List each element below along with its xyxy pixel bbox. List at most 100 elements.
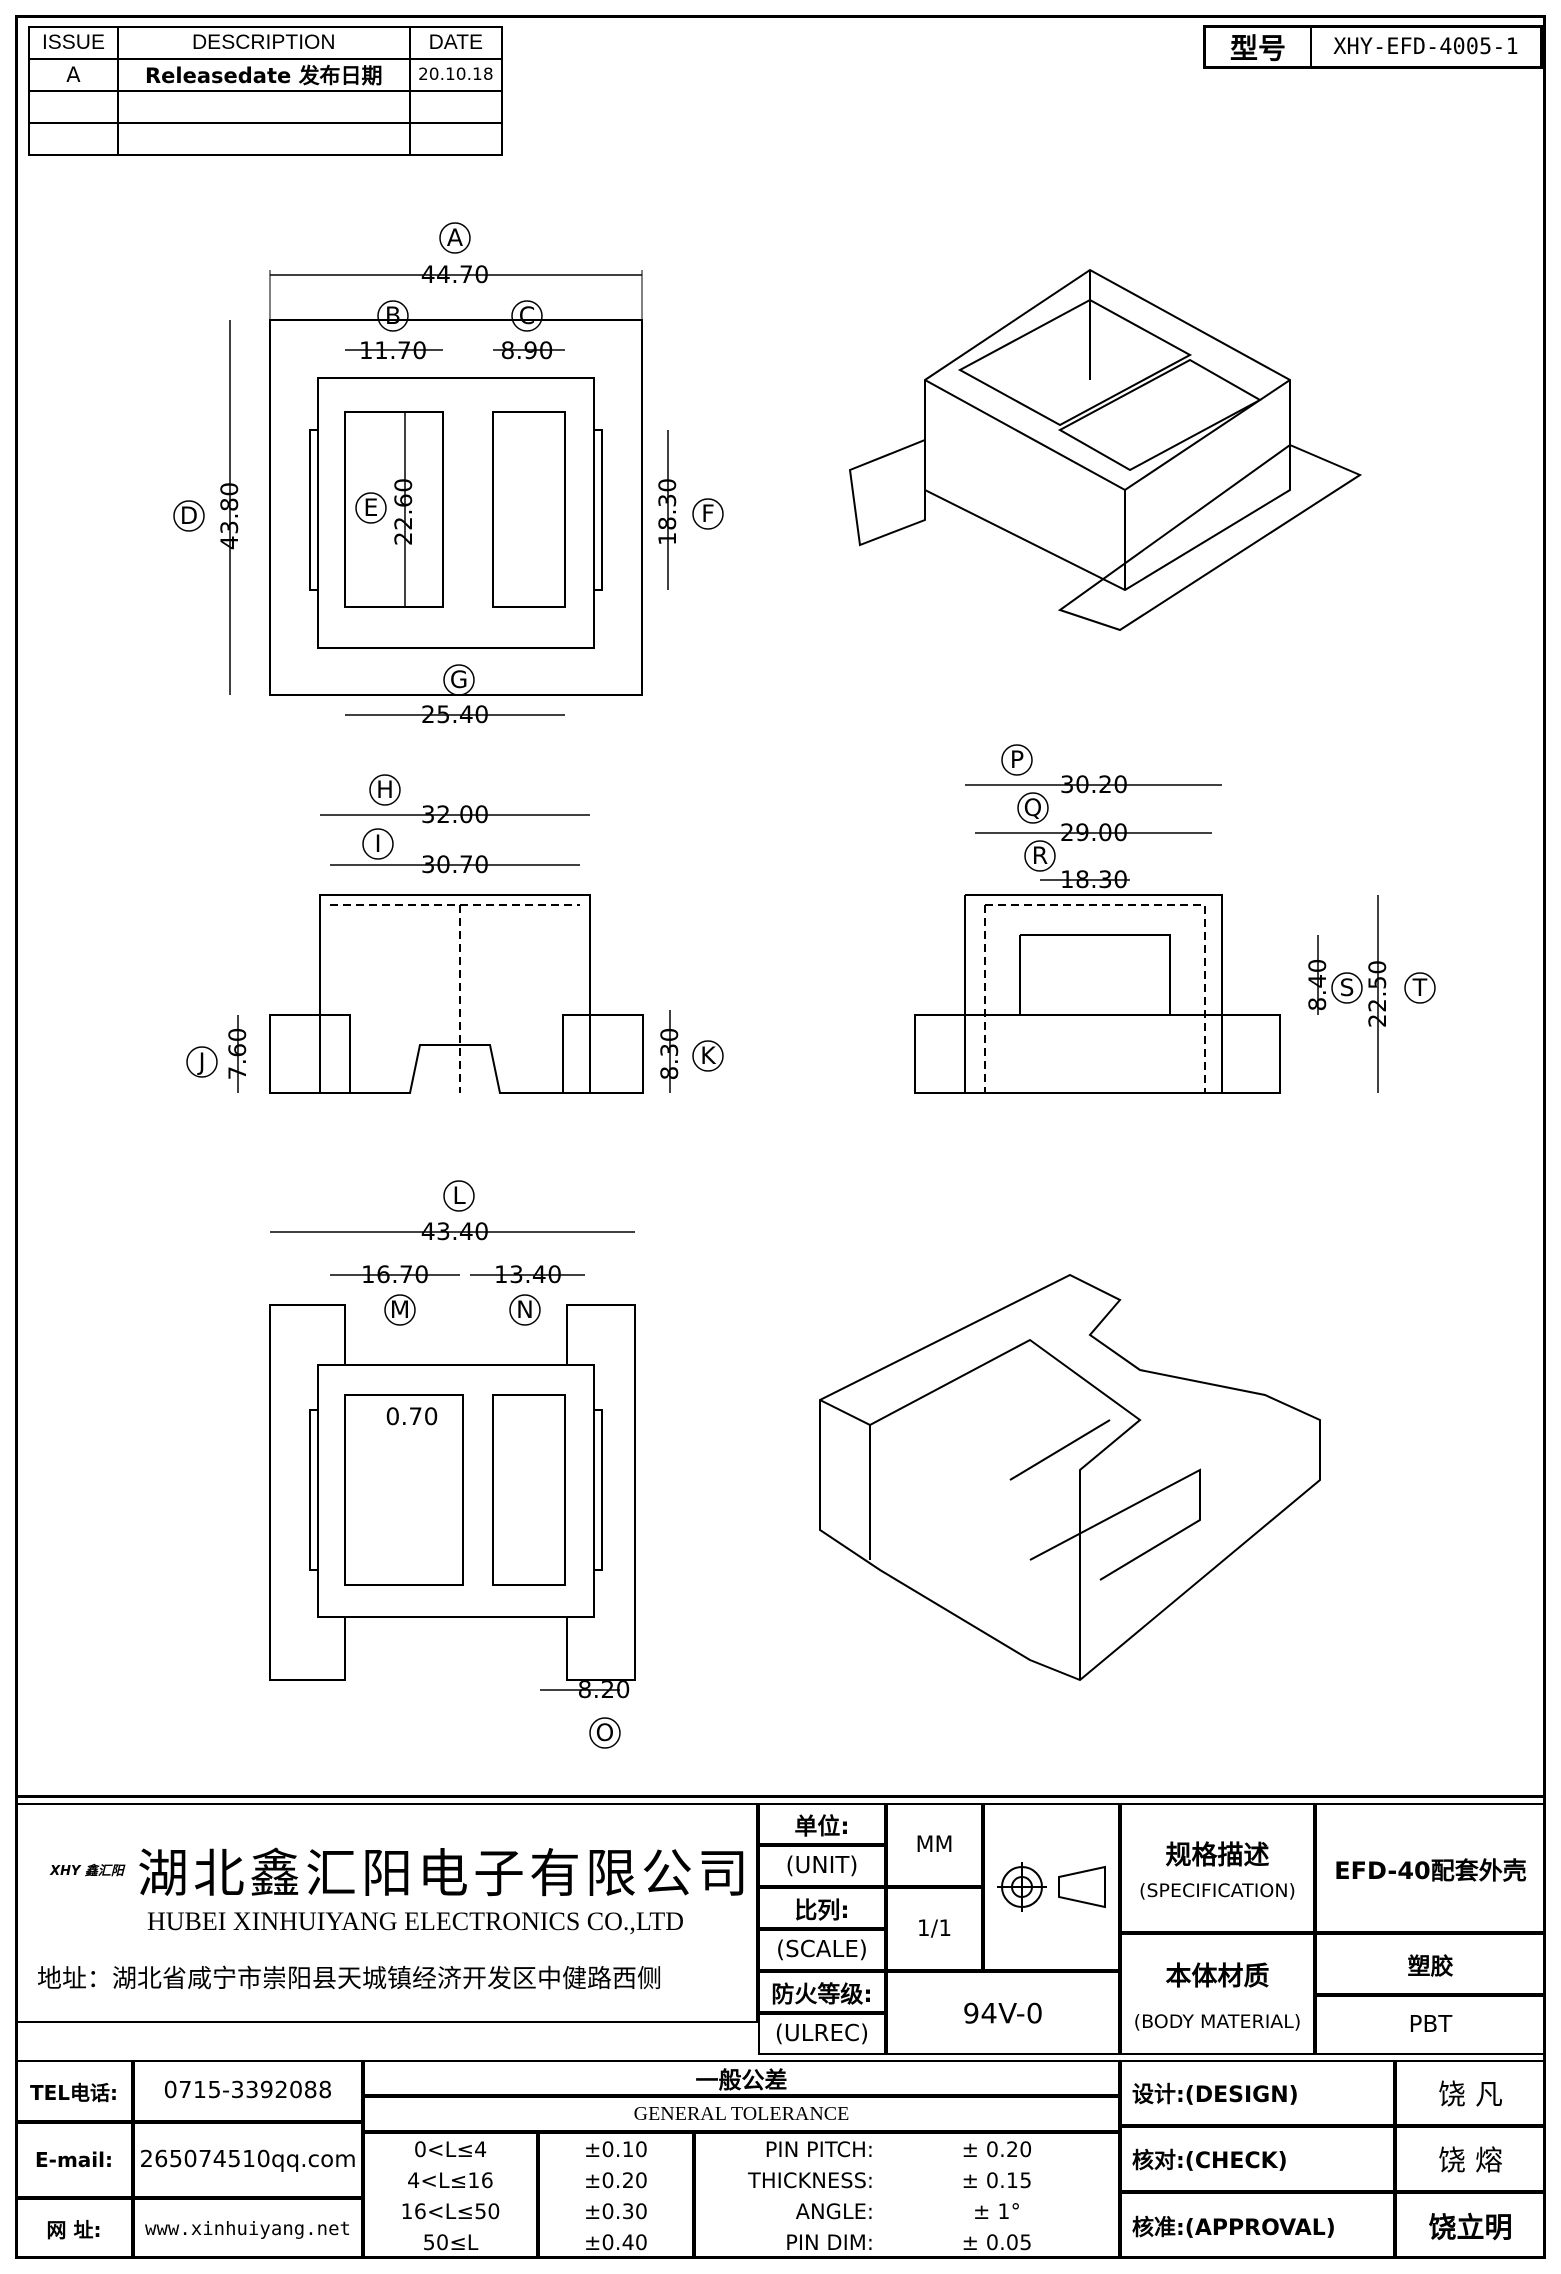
- check-value: 饶 熔: [1395, 2126, 1546, 2192]
- tolerance-range: 4<L≤16: [407, 2168, 494, 2193]
- dim-O-value: 8.20: [577, 1676, 630, 1704]
- table-row: [28, 122, 504, 156]
- unit-value: MM: [886, 1803, 983, 1887]
- callout-K: K 8.30: [656, 1027, 724, 1081]
- fire-value: 94V-0: [886, 1971, 1120, 2055]
- email-value: 265074510qq.com: [133, 2122, 363, 2198]
- callout-M: M 16.70: [361, 1261, 430, 1326]
- projection-symbol: [983, 1803, 1120, 1971]
- svg-text:S: S: [1339, 974, 1354, 1002]
- rev-date: [408, 90, 504, 124]
- callout-H: H 32.00: [369, 774, 490, 829]
- spec-value: EFD-40配套外壳: [1315, 1803, 1546, 1933]
- svg-text:B: B: [385, 302, 401, 330]
- fire-label-cn: 防火等级:: [758, 1971, 886, 2013]
- callout-Q: Q 29.00: [1017, 792, 1129, 847]
- svg-text:T: T: [1412, 974, 1428, 1002]
- dim-K-value: 8.30: [656, 1027, 684, 1080]
- callout-R: R 18.30: [1024, 840, 1129, 894]
- dim-S-value: 8.40: [1304, 958, 1332, 1011]
- rev-header-issue: ISSUE: [28, 26, 119, 60]
- rev-description: [116, 90, 411, 124]
- dim-E-value: 22.60: [390, 478, 418, 547]
- top-view: [229, 270, 669, 716]
- tolerance-title-en: GENERAL TOLERANCE: [363, 2096, 1120, 2132]
- rev-issue: [28, 122, 119, 156]
- tolerance-item-value: ± 0.15: [961, 2168, 1033, 2193]
- revision-table: ISSUE DESCRIPTION DATE A Releasedate 发布日…: [28, 26, 504, 156]
- svg-text:O: O: [596, 1719, 615, 1747]
- tel-label: TEL电话:: [15, 2060, 133, 2122]
- tolerance-item-value: ± 0.20: [961, 2137, 1033, 2162]
- spec-label: 规格描述 (SPECIFICATION): [1120, 1803, 1315, 1933]
- dim-N-value: 13.40: [494, 1261, 563, 1289]
- rev-description: [116, 122, 411, 156]
- callout-O: O 8.20: [577, 1676, 631, 1749]
- scale-label-cn: 比列:: [758, 1887, 886, 1929]
- svg-text:L: L: [452, 1182, 466, 1210]
- company-address: 地址：湖北省咸宁市崇阳县天城镇经济开发区中健路西侧: [37, 1963, 663, 1993]
- front-view: [237, 814, 671, 1094]
- tolerance-item: PIN DIM:: [785, 2230, 874, 2255]
- dim-I-value: 30.70: [421, 851, 490, 879]
- tolerance-title-cn: 一般公差: [363, 2060, 1120, 2096]
- dim-H-value: 32.00: [421, 801, 490, 829]
- svg-text:Q: Q: [1024, 794, 1043, 822]
- material-label-en: (BODY MATERIAL): [1133, 2010, 1302, 2033]
- callout-B: B 11.70: [359, 300, 427, 365]
- unit-label-cn: 单位:: [758, 1803, 886, 1845]
- rev-date: 20.10.18: [408, 58, 504, 92]
- rev-header-description: DESCRIPTION: [116, 26, 411, 60]
- dim-F-value: 18.30: [654, 478, 682, 547]
- material-value-cn: 塑胶: [1315, 1933, 1546, 1995]
- tolerance-value: ±0.30: [583, 2199, 649, 2224]
- svg-text:F: F: [701, 500, 715, 528]
- web-label: 网 址:: [15, 2198, 133, 2259]
- title-block: XHY 鑫汇阳 湖北鑫汇阳电子有限公司 HUBEI XINHUIYANG ELE…: [15, 1795, 1546, 2262]
- tolerance-item: THICKNESS:: [748, 2168, 874, 2193]
- tolerance-item-value: ± 1°: [972, 2199, 1022, 2224]
- web-value: www.xinhuiyang.net: [133, 2198, 363, 2259]
- tolerance-item: PIN PITCH:: [764, 2137, 874, 2162]
- check-label: 核对:(CHECK): [1120, 2126, 1395, 2192]
- material-label: 本体材质 (BODY MATERIAL): [1120, 1933, 1315, 2055]
- spec-label-cn: 规格描述: [1165, 1840, 1270, 1871]
- tolerance-range: 16<L≤50: [400, 2199, 501, 2224]
- scale-value: 1/1: [886, 1887, 983, 1971]
- dim-R-value: 18.30: [1060, 866, 1129, 894]
- dim-T-value: 22.50: [1364, 960, 1392, 1029]
- bottom-view: [269, 1231, 636, 1691]
- part-number-value: XHY-EFD-4005-1: [1333, 34, 1519, 60]
- approval-value: 饶立明: [1395, 2192, 1546, 2259]
- dim-A-value: 44.70: [421, 261, 490, 289]
- rev-issue: A: [28, 58, 119, 92]
- part-number-box: 型号 XHY-EFD-4005-1: [1203, 25, 1543, 69]
- svg-text:J: J: [196, 1048, 205, 1076]
- technical-drawing: A 44.70 B 11.70 C 8.90 D 43.80 E 22.60 F…: [173, 222, 1436, 1749]
- callout-G: G 25.40: [421, 664, 489, 729]
- callout-L: L 43.40: [421, 1180, 489, 1246]
- callout-S: S 8.40: [1304, 958, 1363, 1012]
- table-row: 16<L≤50 ±0.30 ANGLE: ± 1°: [363, 2196, 1120, 2227]
- callout-T: T 22.50: [1364, 960, 1436, 1029]
- isometric-view-top: [848, 268, 1363, 632]
- tolerance-range: 50≤L: [422, 2230, 479, 2255]
- table-row: A Releasedate 发布日期 20.10.18: [28, 58, 504, 92]
- gap-dimension: 0.70: [385, 1403, 438, 1431]
- table-row: 0<L≤4 ±0.10 PIN PITCH: ± 0.20: [363, 2134, 1120, 2165]
- dim-C-value: 8.90: [500, 337, 553, 365]
- tolerance-range: 0<L≤4: [413, 2137, 488, 2162]
- callout-J: J 7.60: [186, 1027, 252, 1081]
- dim-M-value: 16.70: [361, 1261, 430, 1289]
- email-label: E-mail:: [15, 2122, 133, 2198]
- dim-D-value: 43.80: [216, 482, 244, 551]
- svg-text:K: K: [700, 1042, 717, 1070]
- rev-issue: [28, 90, 119, 124]
- dim-Q-value: 29.00: [1060, 819, 1129, 847]
- tel-value: 0715-3392088: [133, 2060, 363, 2122]
- approval-label: 核准:(APPROVAL): [1120, 2192, 1395, 2259]
- rev-header-date: DATE: [408, 26, 504, 60]
- company-name-cn: 湖北鑫汇阳电子有限公司: [137, 1844, 754, 1905]
- fire-label-en: (ULREC): [758, 2013, 886, 2055]
- svg-text:C: C: [519, 302, 536, 330]
